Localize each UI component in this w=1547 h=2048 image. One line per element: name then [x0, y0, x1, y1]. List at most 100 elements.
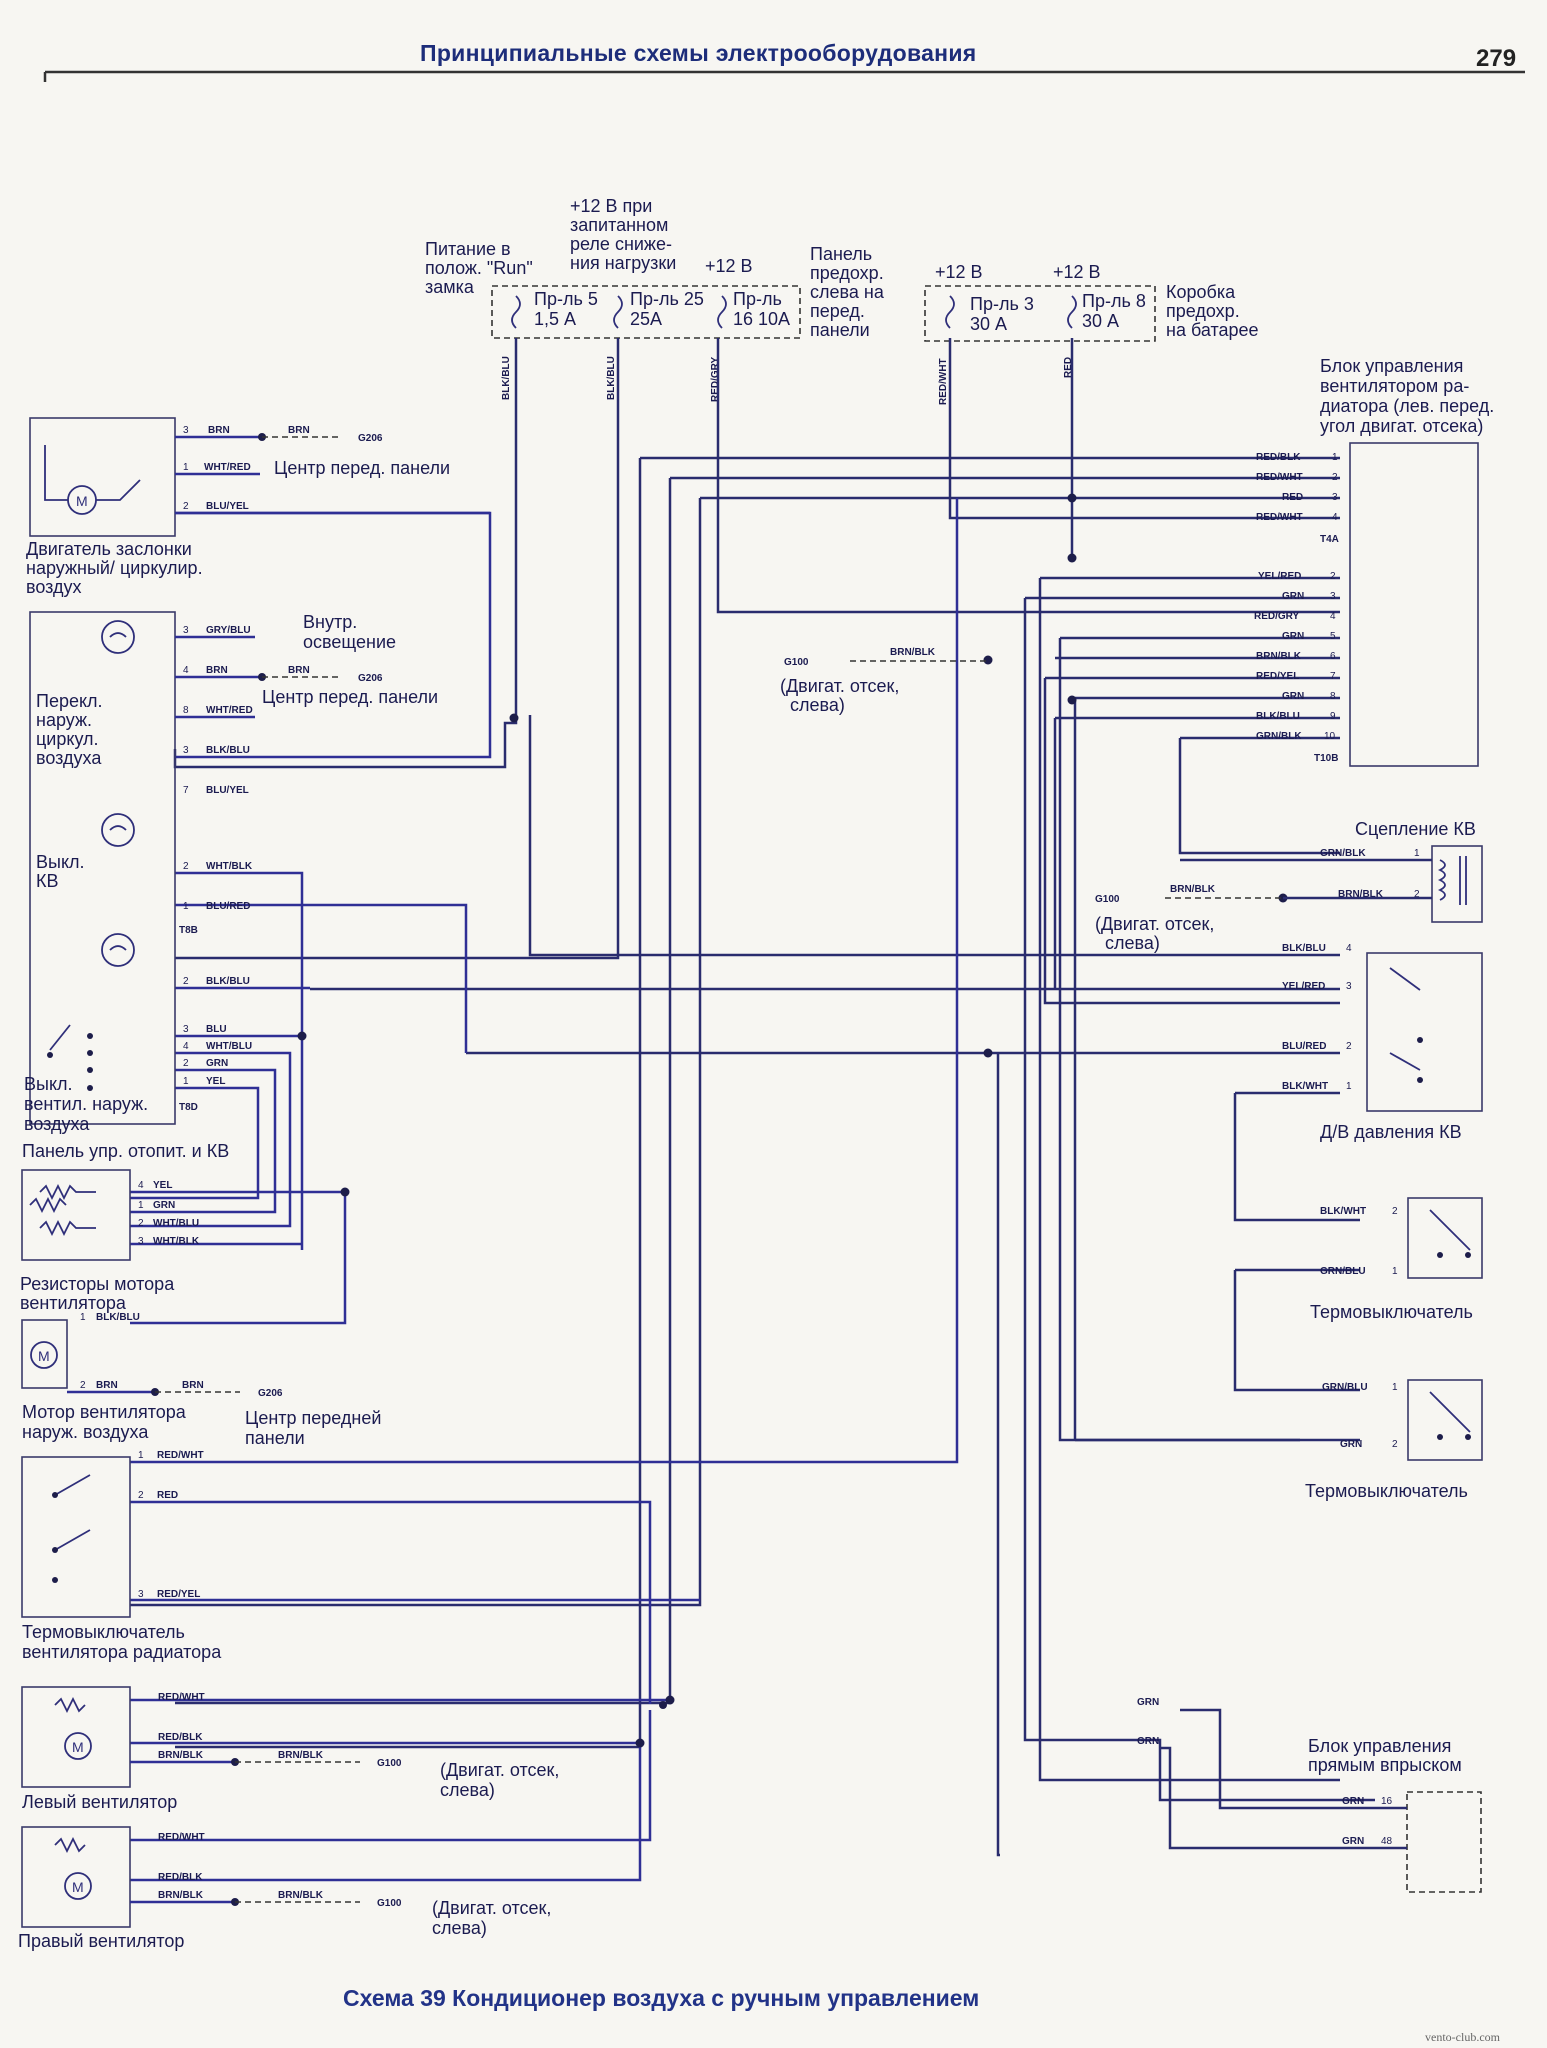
fan-resistors-label-2: вентилятора	[20, 1293, 127, 1313]
damper-motor-label-1: Двигатель заслонки	[26, 539, 192, 559]
engine-left-label-b-1: (Двигат. отсек,	[1095, 914, 1214, 934]
svg-text:4: 4	[138, 1180, 144, 1191]
svg-text:1,5 А: 1,5 А	[534, 309, 576, 329]
interior-light-label-1: Внутр.	[303, 612, 357, 632]
svg-text:GRN: GRN	[1342, 1836, 1364, 1847]
svg-text:2: 2	[183, 501, 189, 512]
svg-text:BRN/BLK: BRN/BLK	[278, 1750, 324, 1761]
wire-label-red-wht: RED/WHT	[938, 358, 949, 405]
svg-text:RED: RED	[157, 1490, 178, 1501]
wire-label-blk-blu-b: BLK/BLU	[606, 356, 617, 400]
svg-text:Пр-ль 3: Пр-ль 3	[970, 294, 1034, 314]
svg-text:GRN: GRN	[206, 1058, 228, 1069]
panel-fusebox-label-2: предохр.	[810, 263, 884, 283]
svg-text:4: 4	[1346, 943, 1352, 954]
t4a-pins: RED/BLK 1 RED/WHT 2 RED 3 RED/WHT 4 T4A	[1256, 452, 1339, 545]
svg-text:4: 4	[183, 665, 189, 676]
svg-text:Пр-ль 25: Пр-ль 25	[630, 289, 704, 309]
recirc-switch-label-3: циркул.	[36, 729, 99, 749]
svg-text:BLU/RED: BLU/RED	[1282, 1041, 1326, 1052]
svg-text:M: M	[38, 1348, 50, 1364]
svg-text:1: 1	[138, 1450, 144, 1461]
svg-text:YEL: YEL	[206, 1076, 225, 1087]
svg-text:1: 1	[1346, 1081, 1352, 1092]
relay-label-4: ния нагрузки	[570, 253, 676, 273]
svg-text:3: 3	[1332, 492, 1338, 503]
damper-motor-label-2: наружный/ циркулир.	[26, 558, 203, 578]
svg-text:3: 3	[1330, 591, 1336, 602]
resistor-icon	[29, 1183, 96, 1237]
wire-label-red-gry: RED/GRY	[710, 356, 721, 402]
svg-text:1: 1	[1392, 1382, 1398, 1393]
svg-text:1: 1	[183, 901, 189, 912]
thermo-switch-2-contacts	[1429, 1391, 1471, 1440]
svg-text:RED/BLK: RED/BLK	[158, 1732, 203, 1743]
svg-text:16: 16	[1381, 1796, 1393, 1807]
svg-text:BRN/BLK: BRN/BLK	[158, 1890, 204, 1901]
ground-g206-a: G206	[358, 433, 383, 444]
svg-text:BRN: BRN	[182, 1380, 204, 1391]
svg-text:1: 1	[183, 462, 189, 473]
svg-text:2: 2	[138, 1490, 144, 1501]
plus12-label-b: +12 В	[935, 262, 983, 282]
left-fan-box	[21, 1686, 131, 1788]
svg-text:RED/WHT: RED/WHT	[157, 1450, 204, 1461]
ground-g100-b: G100	[1095, 894, 1120, 905]
svg-text:2: 2	[183, 976, 189, 987]
svg-text:RED/WHT: RED/WHT	[1256, 472, 1303, 483]
svg-text:BLK/WHT: BLK/WHT	[1282, 1081, 1328, 1092]
fan-motor-label-2: наруж. воздуха	[22, 1422, 149, 1442]
svg-text:RED/WHT: RED/WHT	[1256, 512, 1303, 523]
ground-g206-c: G206	[258, 1388, 283, 1399]
fuse-8: Пр-ль 8 30 А	[1067, 291, 1146, 331]
panel-fusebox-label-1: Панель	[810, 244, 872, 264]
svg-text:GRN: GRN	[1282, 591, 1304, 602]
svg-text:BLK/BLU: BLK/BLU	[1282, 943, 1326, 954]
svg-text:4: 4	[1330, 611, 1336, 622]
svg-text:RED: RED	[1282, 492, 1303, 503]
plus12-label-c: +12 В	[1053, 262, 1101, 282]
svg-text:BLK/BLU: BLK/BLU	[206, 976, 250, 987]
svg-text:RED/YEL: RED/YEL	[1256, 671, 1299, 682]
svg-text:T4A: T4A	[1320, 534, 1339, 545]
svg-text:BLK/BLU: BLK/BLU	[96, 1312, 140, 1323]
relay-label-2: запитанном	[570, 215, 668, 235]
svg-text:4: 4	[183, 1041, 189, 1052]
svg-text:30 А: 30 А	[970, 314, 1007, 334]
run-power-label-2: полож. "Run"	[425, 258, 533, 278]
heater-ac-panel	[29, 611, 176, 1125]
rad-thermo-box	[21, 1456, 131, 1618]
svg-text:4: 4	[1332, 512, 1338, 523]
rad-thermo-label-1: Термовыключатель	[22, 1622, 185, 1642]
svg-text:BLU: BLU	[206, 1024, 227, 1035]
engine-left-label-a-1: (Двигат. отсек,	[780, 676, 899, 696]
left-wiring	[130, 498, 959, 1882]
svg-text:BLU/YEL: BLU/YEL	[206, 785, 249, 796]
front-panel-center-label: Центр перед. панели	[274, 458, 450, 478]
front-panel-center2-label-1: Центр передней	[245, 1408, 381, 1428]
fuse-3: Пр-ль 3 30 А	[945, 294, 1034, 334]
ground-g100-left-fan: G100	[377, 1758, 402, 1769]
svg-text:BRN/BLK: BRN/BLK	[1170, 884, 1216, 895]
thermo-switch-2-label: Термовыключатель	[1305, 1481, 1468, 1501]
svg-text:BRN/BLK: BRN/BLK	[1256, 651, 1302, 662]
left-fan-engine-label-1: (Двигат. отсек,	[440, 1760, 559, 1780]
svg-text:BRN: BRN	[288, 665, 310, 676]
panel-fusebox	[491, 285, 801, 339]
fan-motor-icon: M	[30, 1341, 58, 1369]
ac-clutch-label: Сцепление КВ	[1355, 819, 1476, 839]
svg-text:2: 2	[80, 1380, 86, 1391]
pin-3: 3	[183, 425, 189, 436]
svg-text:2: 2	[183, 861, 189, 872]
svg-text:2: 2	[183, 1058, 189, 1069]
svg-text:WHT/RED: WHT/RED	[204, 462, 251, 473]
svg-text:1: 1	[1332, 452, 1338, 463]
svg-text:GRN/BLK: GRN/BLK	[1256, 731, 1302, 742]
ecu-label-1: Блок управления	[1308, 1736, 1451, 1756]
fan-switch-label-2: вентил. наруж.	[24, 1094, 148, 1114]
thermo-switch-2-box	[1407, 1379, 1483, 1461]
rad-fan-module-label-2: вентилятором ра-	[1320, 376, 1469, 396]
svg-text:GRN: GRN	[1137, 1697, 1159, 1708]
svg-text:3: 3	[183, 1024, 189, 1035]
svg-text:GRN: GRN	[1282, 691, 1304, 702]
